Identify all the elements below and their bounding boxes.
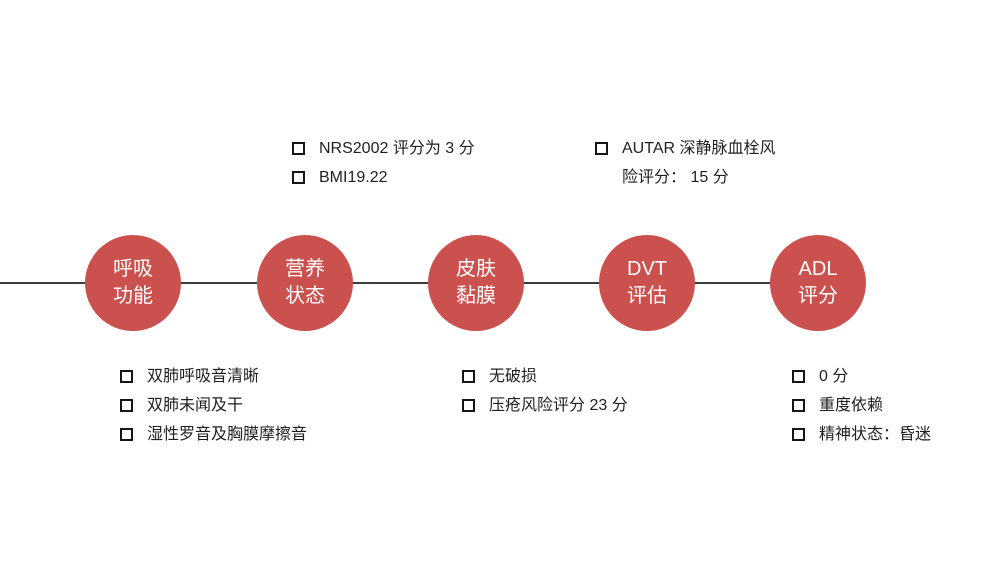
square-bullet-icon — [292, 171, 305, 184]
note-text: 险评分： 15 分 — [622, 169, 729, 186]
list-item: 0 分 — [792, 366, 931, 387]
list-item: 无破损 — [462, 366, 628, 387]
timeline-node-skin: 皮肤 黏膜 — [428, 235, 524, 331]
square-bullet-icon — [120, 370, 133, 383]
list-item: 双肺未闻及干 — [120, 395, 307, 416]
note-text: 双肺未闻及干 — [147, 397, 244, 414]
note-text: 无破损 — [489, 368, 538, 385]
note-text: 0 分 — [819, 368, 849, 385]
node-label-line1: 皮肤 — [456, 258, 496, 280]
list-item: BMI19.22 — [292, 167, 475, 188]
list-item: 压疮风险评分 23 分 — [462, 395, 628, 416]
timeline-node-respiratory: 呼吸 功能 — [85, 235, 181, 331]
notes-adl: 0 分 重度依赖 精神状态：昏迷 — [792, 366, 931, 453]
notes-respiratory: 双肺呼吸音清晰 双肺未闻及干 湿性罗音及胸膜摩擦音 — [120, 366, 307, 453]
note-text: 精神状态：昏迷 — [819, 426, 932, 443]
list-item-continuation: 险评分： 15 分 — [622, 167, 776, 188]
list-item: 湿性罗音及胸膜摩擦音 — [120, 424, 307, 445]
timeline-line — [0, 282, 818, 284]
list-item: NRS2002 评分为 3 分 — [292, 138, 475, 159]
square-bullet-icon — [462, 399, 475, 412]
note-text: 双肺呼吸音清晰 — [147, 368, 260, 385]
node-label-line2: 功能 — [113, 285, 153, 307]
note-text: AUTAR 深静脉血栓风 — [622, 140, 776, 157]
list-item: 重度依赖 — [792, 395, 931, 416]
timeline-node-nutrition: 营养 状态 — [257, 235, 353, 331]
square-bullet-icon — [792, 428, 805, 441]
notes-dvt-risk: AUTAR 深静脉血栓风 险评分： 15 分 — [595, 138, 776, 196]
node-label-line1: ADL — [798, 258, 838, 280]
square-bullet-icon — [792, 399, 805, 412]
square-bullet-icon — [292, 142, 305, 155]
notes-nutrition: NRS2002 评分为 3 分 BMI19.22 — [292, 138, 475, 196]
square-bullet-icon — [120, 399, 133, 412]
node-label-line2: 状态 — [285, 285, 325, 307]
note-text: 重度依赖 — [819, 397, 884, 414]
node-label-line2: 评估 — [627, 285, 667, 307]
timeline-node-adl: ADL 评分 — [770, 235, 866, 331]
list-item: 精神状态：昏迷 — [792, 424, 931, 445]
notes-skin: 无破损 压疮风险评分 23 分 — [462, 366, 628, 424]
node-label-line2: 黏膜 — [456, 285, 496, 307]
note-text: 压疮风险评分 23 分 — [489, 397, 628, 414]
square-bullet-icon — [595, 142, 608, 155]
square-bullet-icon — [462, 370, 475, 383]
timeline-node-dvt: DVT 评估 — [599, 235, 695, 331]
square-bullet-icon — [792, 370, 805, 383]
square-bullet-icon — [120, 428, 133, 441]
node-label-line1: 营养 — [285, 258, 325, 280]
node-label-line1: 呼吸 — [113, 258, 153, 280]
note-text: 湿性罗音及胸膜摩擦音 — [147, 426, 308, 443]
list-item: AUTAR 深静脉血栓风 — [595, 138, 776, 159]
note-text: NRS2002 评分为 3 分 — [319, 140, 475, 157]
node-label-line1: DVT — [627, 258, 667, 280]
note-text: BMI19.22 — [319, 169, 388, 186]
node-label-line2: 评分 — [798, 285, 838, 307]
list-item: 双肺呼吸音清晰 — [120, 366, 307, 387]
